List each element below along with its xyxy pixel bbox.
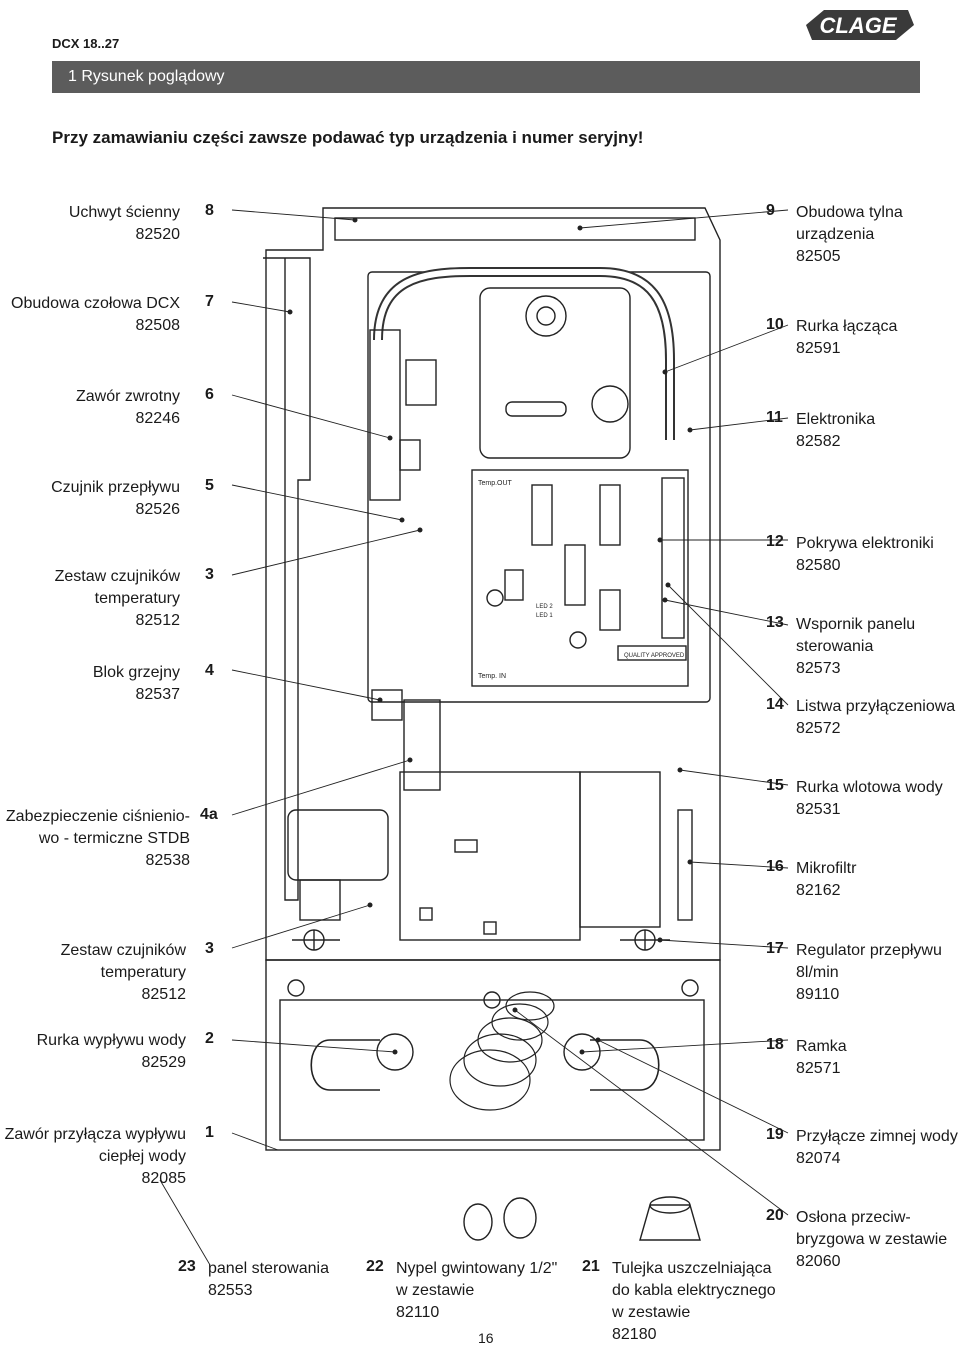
clage-logo: CLAGE <box>806 10 914 40</box>
part-number-16: 16 <box>766 858 784 875</box>
temp-in-label: Temp. IN <box>478 673 506 680</box>
part-label-16: Mikrofiltr 82162 <box>796 860 857 899</box>
temp-out-label: Temp.OUT <box>478 480 513 487</box>
part-label-20: Osłona przeciw- bryzgowa w zestawie 8206… <box>796 1209 948 1270</box>
svg-text:CLAGE: CLAGE <box>820 13 898 38</box>
part-number-12: 12 <box>766 533 784 550</box>
part-number-10: 10 <box>766 316 784 333</box>
part-number-14: 14 <box>766 696 784 713</box>
part-label-10: Rurka łącząca 82591 <box>796 318 898 357</box>
page-number: 16 <box>478 1330 494 1346</box>
part-number-6: 6 <box>205 386 214 403</box>
part-number-20: 20 <box>766 1207 784 1224</box>
section-title-bar: 1 Rysunek poglądowy <box>52 61 920 93</box>
quality-label: QUALITY APPROVED <box>624 653 685 659</box>
part-label-18: Ramka 82571 <box>796 1038 847 1077</box>
part-label-11: Elektronika 82582 <box>796 411 876 450</box>
part-label-17: Regulator przepływu 8l/min 89110 <box>796 942 942 1003</box>
part-number-7: 7 <box>205 293 214 310</box>
part-label-4a: Zabezpieczenie ciśnienio- wo - termiczne… <box>5 808 190 869</box>
part-label-22: Nypel gwintowany 1/2" w zestawie 82110 <box>396 1260 558 1321</box>
part-number-22: 22 <box>366 1258 384 1275</box>
part-number-2: 2 <box>205 1030 214 1047</box>
part-number-13: 13 <box>766 614 784 631</box>
led2-label: LED 2 <box>536 604 553 610</box>
part-label-9: Obudowa tylna urządzenia 82505 <box>796 204 903 265</box>
part-number-5: 5 <box>205 477 214 494</box>
part-number-17: 17 <box>766 940 784 957</box>
part-number-9: 9 <box>766 202 775 219</box>
part-label-19: Przyłącze zimnej wody 82074 <box>796 1128 958 1167</box>
part-number-8: 8 <box>205 202 214 219</box>
part-number-18: 18 <box>766 1036 784 1053</box>
part-label-4: Blok grzejny 82537 <box>92 664 180 703</box>
part-number-3a: 3 <box>205 566 214 583</box>
part-number-21: 21 <box>582 1258 600 1275</box>
part-number-15: 15 <box>766 777 784 794</box>
part-label-23: panel sterowania 82553 <box>208 1260 329 1299</box>
part-label-2: Rurka wypływu wody 82529 <box>36 1032 186 1071</box>
part-label-6: Zawór zwrotny 82246 <box>75 388 180 427</box>
part-number-1: 1 <box>205 1124 214 1141</box>
part-label-5: Czujnik przepływu 82526 <box>51 479 180 518</box>
part-number-11: 11 <box>766 409 783 426</box>
led1-label: LED 1 <box>536 613 553 619</box>
part-label-1: Zawór przyłącza wypływu ciepłej wody 820… <box>4 1126 186 1187</box>
part-number-4: 4 <box>205 662 214 679</box>
part-label-3b: Zestaw czujników temperatury 82512 <box>60 942 186 1003</box>
part-number-4a: 4a <box>200 806 218 823</box>
part-label-7: Obudowa czołowa DCX 82508 <box>11 295 180 334</box>
document-code: DCX 18..27 <box>52 36 120 51</box>
section-title: 1 Rysunek poglądowy <box>68 68 225 85</box>
part-label-8: Uchwyt ścienny 82520 <box>68 204 180 243</box>
part-label-13: Wspornik panelu sterowania 82573 <box>796 616 916 677</box>
part-label-12: Pokrywa elektroniki 82580 <box>796 535 934 574</box>
part-label-3a: Zestaw czujników temperatury 82512 <box>54 568 180 629</box>
part-label-15: Rurka wlotowa wody 82531 <box>796 779 943 818</box>
order-notice: Przy zamawianiu części zawsze podawać ty… <box>52 128 644 147</box>
part-number-19: 19 <box>766 1126 784 1143</box>
part-number-3b: 3 <box>205 940 214 957</box>
part-label-21: Tulejka uszczelniająca do kabla elektryc… <box>612 1260 776 1343</box>
part-number-23: 23 <box>178 1258 196 1275</box>
part-label-14: Listwa przyłączeniowa 82572 <box>796 698 956 737</box>
